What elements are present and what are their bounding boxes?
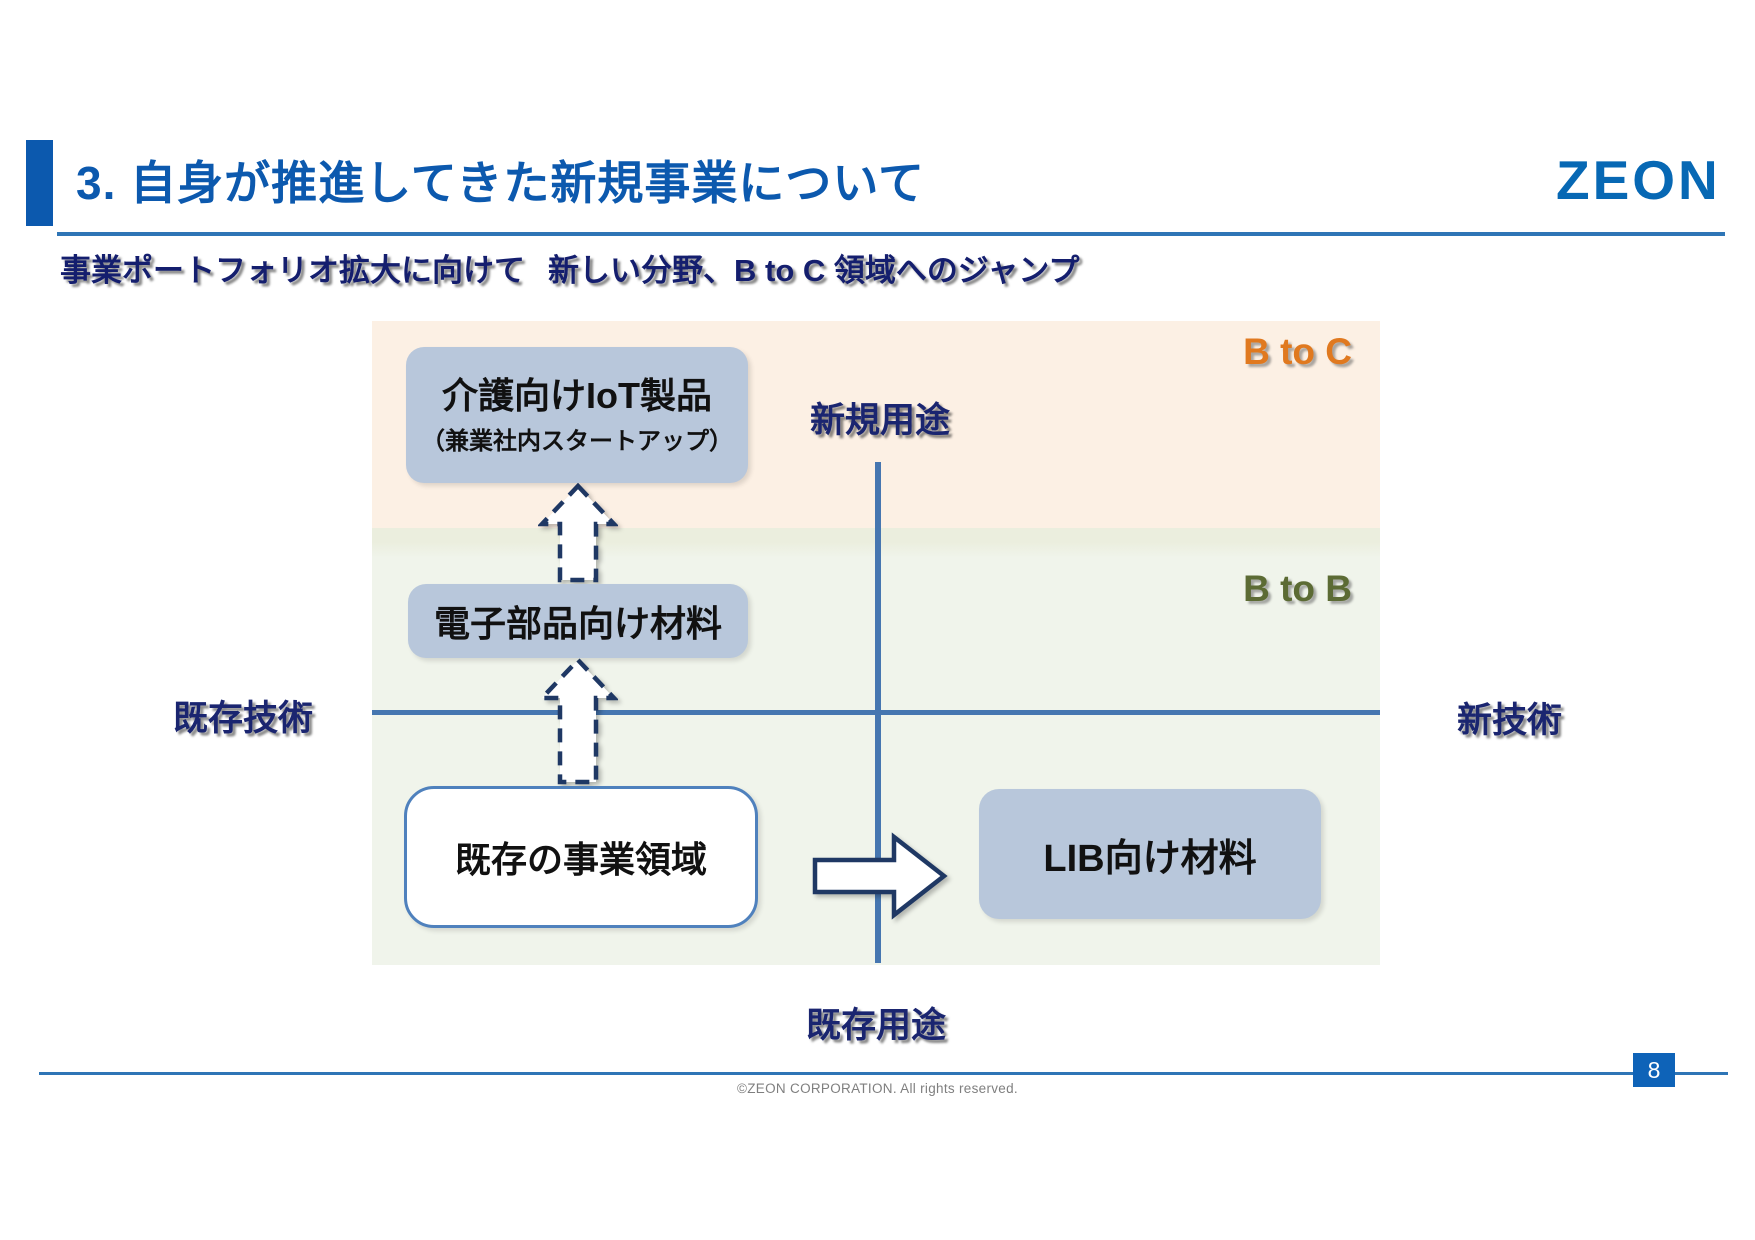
iot-product-box-subtitle: （兼業社内スタートアップ） (421, 428, 733, 456)
title-accent-bar (26, 140, 53, 226)
copyright-text: ©ZEON CORPORATION. All rights reserved. (737, 1081, 1018, 1096)
electronics-materials-box: 電子部品向け材料 (408, 584, 748, 658)
vertical-axis-line (875, 462, 881, 963)
subtitle-btoc-jump: 新しい分野、B to C 領域へのジャンプ (548, 253, 1080, 288)
subtitle-portfolio: 事業ポートフォリオ拡大に向けて (60, 253, 525, 288)
dashed-up-arrow-icon (538, 483, 618, 583)
axis-label-existing-use: 既存用途 (806, 1006, 947, 1045)
block-right-arrow-icon (812, 832, 948, 920)
axis-label-existing-tech: 既存技術 (173, 699, 314, 738)
page-number-badge: 8 (1633, 1053, 1675, 1087)
axis-label-new-use: 新規用途 (810, 401, 951, 440)
existing-business-box: 既存の事業領域 (404, 786, 758, 928)
axis-label-new-tech: 新技術 (1457, 701, 1563, 740)
iot-product-box-title: 介護向けIoT製品 (442, 374, 712, 416)
zeon-logo: ZEON (1556, 149, 1721, 211)
iot-product-box: 介護向けIoT製品 （兼業社内スタートアップ） (406, 347, 748, 483)
lib-materials-box: LIB向け材料 (979, 789, 1321, 919)
btoc-region-label: B to C (1243, 331, 1352, 372)
dashed-up-arrow-icon (538, 657, 618, 785)
page-title: 3. 自身が推進してきた新規事業について (76, 157, 926, 209)
header-underline (57, 232, 1725, 236)
footer-line (39, 1072, 1728, 1075)
btob-region-label: B to B (1243, 568, 1352, 609)
